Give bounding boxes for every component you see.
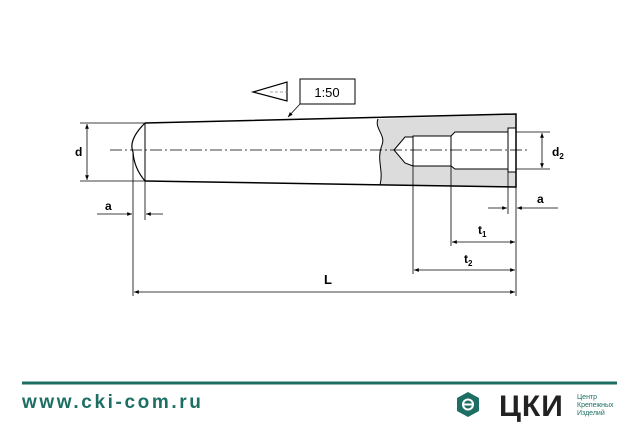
brand-line-2: Крепежных — [577, 402, 614, 409]
taper-ratio-box — [299, 78, 356, 105]
brand-line-3: Изделий — [577, 410, 605, 417]
label-t1: t1 — [478, 223, 487, 239]
label-d: d — [75, 145, 82, 159]
website-url[interactable]: www.cki-com.ru — [22, 392, 204, 413]
cki-logo-icon — [457, 392, 479, 417]
label-t2: t2 — [464, 252, 473, 268]
label-d2: d2 — [552, 145, 564, 161]
break-line — [376, 118, 384, 186]
taper-symbol-icon — [250, 81, 288, 102]
label-a-right: a — [537, 192, 544, 206]
pin-body — [144, 113, 517, 188]
taper-ratio: 1:50 — [314, 85, 339, 100]
label-a-left: a — [105, 199, 112, 213]
pin-dome — [131, 122, 146, 182]
brand-name: ЦКИ — [499, 390, 564, 423]
brand-line-1: Центр — [577, 394, 598, 401]
label-L: L — [324, 272, 332, 287]
